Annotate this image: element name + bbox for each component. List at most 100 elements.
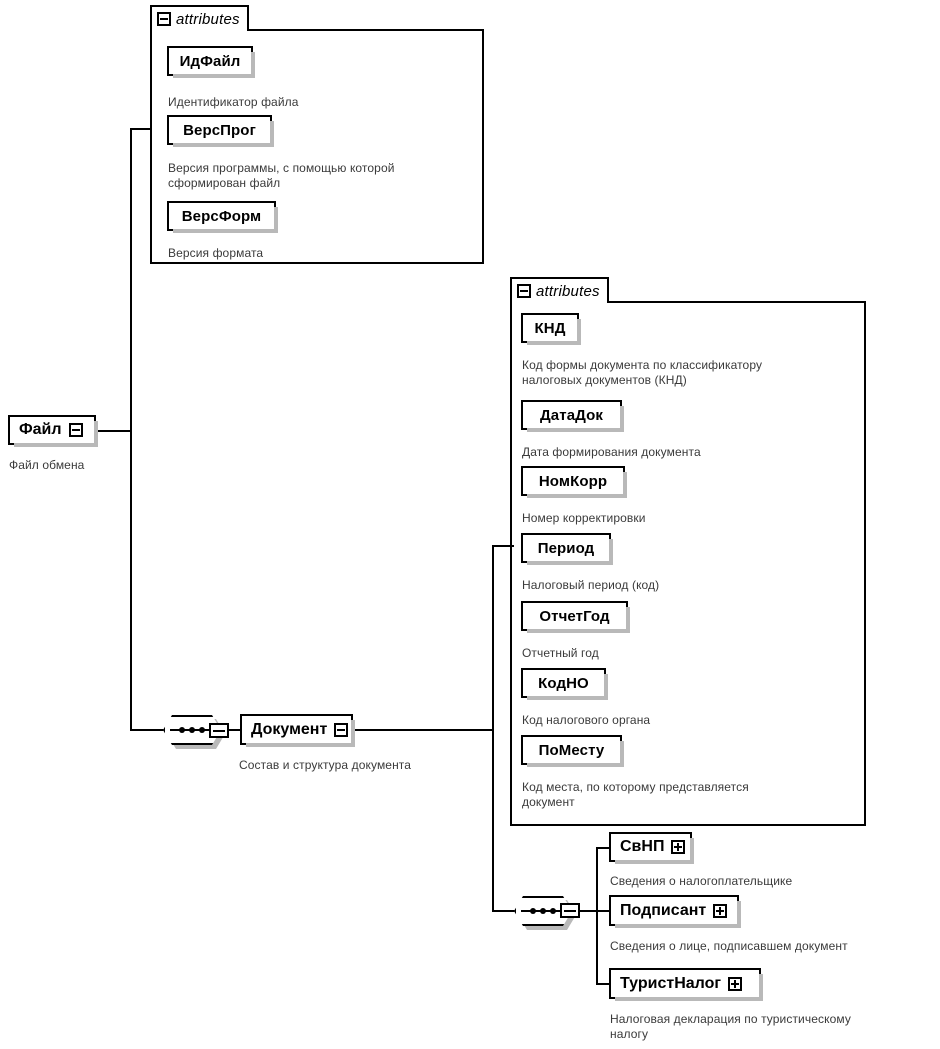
box-shadow-right [620,741,624,767]
collapse-minus-icon[interactable] [68,423,83,437]
connector-file-to-attributes [130,128,152,130]
attribute-label: КодНО [538,674,589,692]
box-shadow-right [604,674,608,700]
box-shadow-right [251,52,255,78]
box-shadow-right [690,838,694,864]
box-shadow [173,229,278,233]
attribute-label: Период [537,539,595,557]
element-caption-turistnalog: Налоговая декларация по туристическому н… [610,1012,851,1041]
box-shadow [615,924,741,928]
connector-document-to-attributes [492,545,514,547]
attribute-node-kodno[interactable]: КодНО [521,668,608,700]
connector-bus-to-svnp [596,847,610,849]
box-shadow [527,561,613,565]
element-label: Подписант [620,901,707,919]
attribute-node-nomkorr[interactable]: НомКорр [521,466,627,498]
box-shadow [14,443,98,447]
box-shadow [527,494,627,498]
box-shadow [527,428,624,432]
attribute-node-otchetgod[interactable]: ОтчетГод [521,601,630,633]
connector-file-to-sequence [130,729,164,731]
collapse-minus-icon[interactable] [517,284,531,298]
attribute-caption-knd: Код формы документа по классификатору на… [522,358,763,387]
attributes-panel-document-label: attributes [536,282,600,300]
attribute-caption-pomestu: Код места, по которому представляется до… [522,780,749,809]
attribute-caption-datadok: Дата формирования документа [522,445,701,459]
connector-sequence2-stub [580,910,597,912]
sequence-dots-icon [514,908,572,914]
element-node-turistnalog[interactable]: ТуристНалог [609,968,763,1001]
expand-plus-icon[interactable] [728,976,743,991]
connector-bus-to-turistnalog [596,983,610,985]
connector-document-stub [354,729,494,731]
box-shadow-right [94,421,98,447]
box-shadow-right [577,319,581,345]
box-shadow-right [270,121,274,147]
attribute-label: ДатаДок [540,406,603,424]
attributes-panel-file-tab[interactable]: attributes [150,5,249,31]
element-label: Файл [19,421,62,438]
connector-bus-to-podpisant [596,910,610,912]
element-caption-dokument: Состав и структура документа [239,758,412,772]
box-shadow-right [351,720,355,747]
box-shadow [173,74,255,78]
attribute-label: КНД [534,319,566,337]
attribute-node-versprog[interactable]: ВерсПрог [167,115,274,147]
box-shadow [527,629,630,633]
attribute-label: ОтчетГод [539,607,610,625]
connector-sequence-to-document [229,729,241,731]
element-caption-svnp: Сведения о налогоплательщике [610,874,793,888]
box-shadow-right [620,406,624,432]
element-node-podpisant[interactable]: Подписант [609,895,741,928]
attribute-caption-kodno: Код налогового органа [522,713,651,727]
attribute-node-datadok[interactable]: ДатаДок [521,400,624,432]
sequence-dots-icon [163,727,221,733]
box-shadow-right [609,539,613,565]
attribute-label: ВерсФорм [181,207,262,225]
attribute-node-pomestu[interactable]: ПоМесту [521,735,624,767]
attribute-caption-versform: Версия формата [168,246,264,260]
box-shadow [527,696,608,700]
attribute-caption-versprog: Версия программы, с помощью которой сфор… [168,161,395,190]
attribute-caption-idfail: Идентификатор файла [168,95,299,109]
expand-plus-icon[interactable] [713,903,728,918]
attribute-node-idfail[interactable]: ИдФайл [167,46,255,78]
connector-file-stub [96,430,132,432]
attribute-caption-otchetgod: Отчетный год [522,646,599,660]
element-node-svnp[interactable]: СвНП [609,832,694,864]
attribute-node-knd[interactable]: КНД [521,313,581,345]
element-label: СвНП [620,838,665,855]
attribute-caption-nomkorr: Номер корректировки [522,511,646,525]
sequence-toggle-file[interactable] [209,723,229,738]
attribute-label: НомКорр [538,472,608,490]
box-shadow [173,143,274,147]
collapse-minus-icon[interactable] [157,12,171,26]
element-label: Документ [251,720,328,738]
sequence-compositor-file[interactable] [163,715,221,745]
attributes-panel-document-tab[interactable]: attributes [510,277,609,303]
element-caption-fail: Файл обмена [9,458,85,472]
element-caption-podpisant: Сведения о лице, подписавшем документ [610,939,848,953]
attribute-label: ИдФайл [179,52,241,70]
connector-file-trunk [130,128,132,730]
attribute-label: ВерсПрог [183,121,256,139]
connector-document-to-sequence [492,910,515,912]
box-shadow-right [626,607,630,633]
box-shadow [615,997,763,1001]
expand-plus-icon[interactable] [671,840,686,854]
attribute-node-versform[interactable]: ВерсФорм [167,201,278,233]
attribute-label: ПоМесту [538,741,605,759]
element-node-dokument[interactable]: Документ [240,714,355,747]
box-shadow [527,341,581,345]
sequence-toggle-document[interactable] [560,903,580,918]
connector-document-trunk [492,545,494,911]
attribute-node-period[interactable]: Период [521,533,613,565]
attributes-panel-file-label: attributes [176,10,240,28]
box-shadow-right [737,901,741,928]
box-shadow [246,743,355,747]
element-node-fail[interactable]: Файл [8,415,98,447]
box-shadow-right [274,207,278,233]
connector-children-bus [596,847,598,984]
collapse-minus-icon[interactable] [334,722,349,737]
